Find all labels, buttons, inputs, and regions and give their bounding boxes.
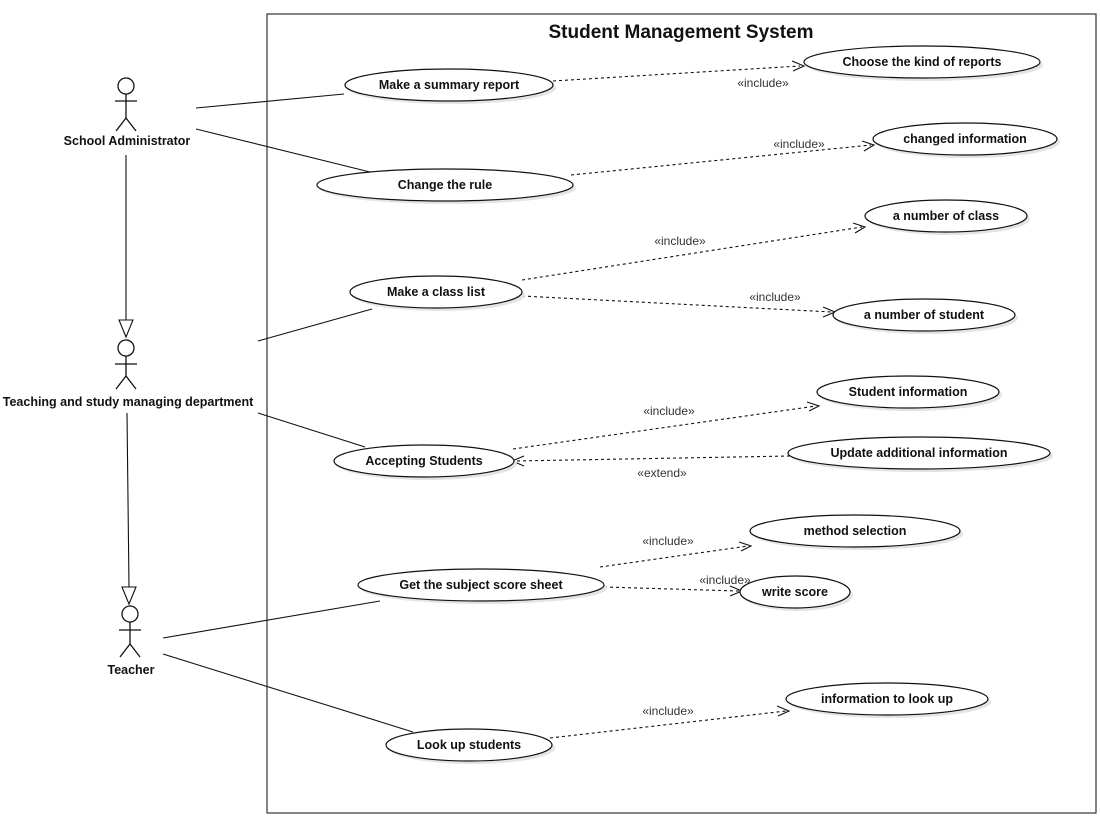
include-accepting-studentinfo: [512, 401, 821, 450]
use-case-label: Student information: [849, 385, 968, 399]
include-label: «include»: [699, 573, 751, 587]
include-label: «include»: [642, 704, 694, 718]
use-case-label: a number of class: [893, 209, 999, 223]
actor-school-administrator: School Administrator: [64, 77, 191, 148]
include-classlist-numclass: [521, 222, 867, 281]
extend-label: «extend»: [637, 466, 687, 480]
use-case-label: Choose the kind of reports: [842, 55, 1001, 69]
use-case-change-the-rule[interactable]: Change the rule: [316, 168, 576, 204]
actor-label: School Administrator: [64, 134, 191, 148]
include-summary-kind: [552, 60, 806, 82]
include-score-method: [599, 541, 753, 568]
association-line: [162, 653, 414, 733]
use-case-make-class-list[interactable]: Make a class list: [349, 275, 525, 311]
use-case-label: write score: [761, 585, 828, 599]
use-case-label: Make a summary report: [379, 78, 520, 92]
actor-label: Teaching and study managing department: [3, 395, 254, 409]
use-case-number-of-student[interactable]: a number of student: [832, 298, 1018, 334]
use-case-label: Accepting Students: [365, 454, 482, 468]
use-case-get-subject-score-sheet[interactable]: Get the subject score sheet: [357, 568, 607, 604]
use-case-write-score[interactable]: write score: [739, 575, 853, 611]
use-case-label: changed information: [903, 132, 1027, 146]
use-case-label: information to look up: [821, 692, 953, 706]
use-case-method-selection[interactable]: method selection: [749, 514, 963, 550]
use-case-label: Look up students: [417, 738, 521, 752]
association-line: [257, 412, 366, 448]
include-label: «include»: [642, 534, 694, 548]
association-line: [195, 128, 371, 173]
include-label: «include»: [737, 76, 789, 90]
use-case-information-to-look-up[interactable]: information to look up: [785, 682, 991, 718]
use-case-make-summary-report[interactable]: Make a summary report: [344, 68, 556, 104]
include-label: «include»: [749, 290, 801, 304]
use-case-label: Update additional information: [830, 446, 1007, 460]
include-label: «include»: [643, 404, 695, 418]
actor-teaching-department: Teaching and study managing department: [3, 339, 254, 409]
generalization-teaching-teacher: [121, 412, 137, 606]
include-rule-changed: [570, 140, 876, 176]
actor-label: Teacher: [107, 663, 154, 677]
use-case-label: a number of student: [864, 308, 985, 322]
generalization-admin-teaching: [118, 155, 134, 339]
use-case-update-additional-information[interactable]: Update additional information: [787, 436, 1053, 472]
use-case-look-up-students[interactable]: Look up students: [385, 728, 555, 764]
use-case-label: Get the subject score sheet: [399, 578, 563, 592]
use-case-changed-information[interactable]: changed information: [872, 122, 1060, 158]
use-case-student-information[interactable]: Student information: [816, 375, 1002, 411]
include-lookup-info: [549, 705, 791, 739]
use-case-choose-kind-of-reports[interactable]: Choose the kind of reports: [803, 45, 1043, 81]
actor-teacher: Teacher: [107, 605, 155, 677]
use-case-accepting-students[interactable]: Accepting Students: [333, 444, 517, 480]
include-label: «include»: [773, 137, 825, 151]
association-line: [195, 93, 345, 109]
use-case-label: method selection: [804, 524, 907, 538]
use-case-label: Make a class list: [387, 285, 486, 299]
include-label: «include»: [654, 234, 706, 248]
system-title: Student Management System: [549, 22, 814, 43]
association-line: [257, 308, 373, 342]
use-case-number-of-class[interactable]: a number of class: [864, 199, 1030, 235]
association-line: [162, 600, 381, 639]
use-case-label: Change the rule: [398, 178, 493, 192]
